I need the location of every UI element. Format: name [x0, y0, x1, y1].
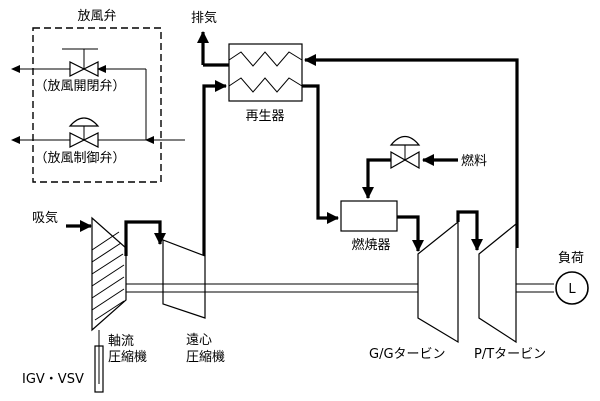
centrifugal-compressor-label-line2: 圧縮機 [186, 349, 225, 365]
vent-open-close-valve [62, 48, 99, 77]
gg-to-pt-turbine-line [456, 210, 483, 251]
axial-compressor-label-line1: 軸流 [108, 334, 134, 349]
combustor-label: 燃焼器 [351, 237, 390, 253]
vent-control-valve-label: （放風制御弁） [34, 151, 125, 166]
load-symbol: L [568, 282, 576, 297]
igv-vsv-actuator [94, 330, 104, 393]
fuel-to-combustor-line [362, 158, 391, 199]
intake-label: 吸気 [32, 210, 58, 226]
fuel-label: 燃料 [461, 153, 487, 169]
vent-control-valve [68, 117, 100, 148]
gg-turbine [417, 220, 459, 344]
centrifugal-compressor-label-line1: 遠心 [186, 333, 212, 348]
pt-turbine [478, 222, 517, 344]
vent-valve-dashed-box [32, 27, 162, 183]
fuel-control-valve [389, 135, 421, 170]
axial-compressor [91, 216, 127, 332]
combustor-to-gg-turbine-line [397, 215, 424, 252]
load-label: 負荷 [558, 251, 584, 266]
regenerator-to-combustor-line [302, 84, 339, 224]
pt-exhaust-to-regenerator-line [304, 54, 519, 248]
axial-to-centrifugal-line [124, 220, 166, 256]
axial-compressor-label-line2: 圧縮機 [108, 349, 147, 365]
combustor [340, 200, 398, 232]
load-generator: L [555, 271, 589, 305]
igv-vsv-label: IGV・VSV [22, 372, 84, 387]
centrifugal-compressor [162, 239, 206, 319]
vent-valve-group: 放風弁 （放風開閉弁） （放風制御弁） [11, 9, 185, 183]
regenerator-label: 再生器 [245, 109, 284, 124]
vent-open-close-valve-label: （放風開閉弁） [34, 79, 125, 94]
pt-turbine-label: P/Tタービン [474, 347, 546, 362]
vent-valve-group-label: 放風弁 [77, 9, 116, 24]
exhaust-label: 排気 [191, 10, 217, 26]
regenerator [228, 43, 303, 102]
gg-turbine-label: G/Gタービン [369, 347, 446, 362]
gas-generator-shaft [126, 283, 418, 293]
compressor-to-regenerator-line [202, 80, 227, 256]
power-turbine-shaft [516, 283, 554, 293]
